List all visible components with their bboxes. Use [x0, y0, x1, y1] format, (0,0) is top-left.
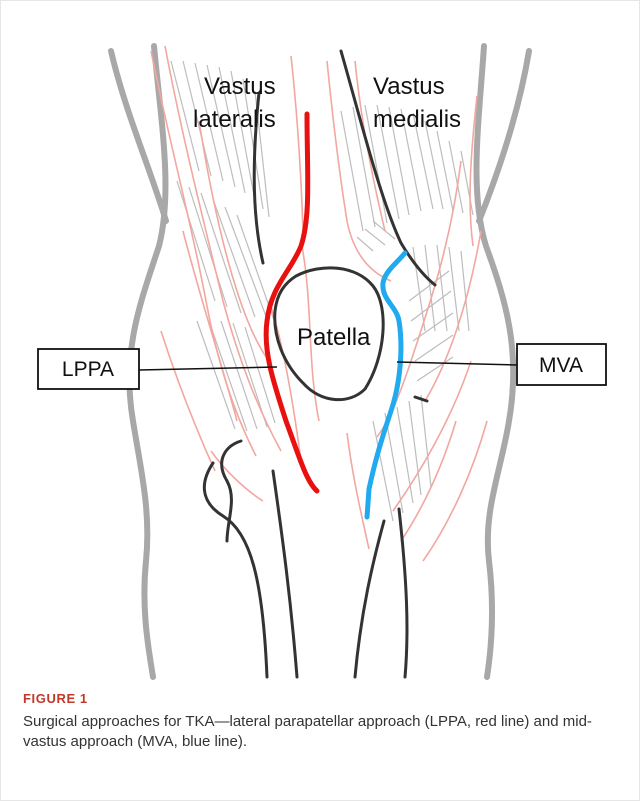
vastus-lateralis-label-line2: lateralis	[193, 106, 276, 133]
skin-right-inner	[479, 51, 529, 221]
fibula-shaft	[204, 463, 267, 677]
knee-anatomy-diagram: LPPA MVA Vastus lateralis Vastus mediali…	[1, 1, 640, 691]
vastus-medialis-label-line2: medialis	[373, 106, 461, 133]
caption-text: Surgical approaches for TKA—lateral para…	[23, 712, 623, 752]
mva-approach-line	[367, 253, 405, 517]
lppa-leader-line	[139, 367, 277, 370]
mva-label: MVA	[539, 354, 583, 377]
lppa-label: LPPA	[62, 358, 114, 381]
tibia-lateral	[273, 471, 297, 677]
figure-caption: FIGURE 1 Surgical approaches for TKA—lat…	[23, 691, 623, 752]
vastus-lateralis-label-line1: Vastus	[204, 73, 276, 100]
skin-outline	[111, 46, 529, 677]
lppa-approach-line	[266, 114, 317, 491]
figure-number: FIGURE 1	[23, 691, 623, 706]
tibia-medial	[355, 521, 384, 677]
mva-leader-line	[397, 362, 517, 365]
tibia-tubercle	[415, 397, 427, 401]
fibula-head	[222, 441, 241, 541]
vastus-medialis-label-line1: Vastus	[373, 73, 445, 100]
patella-label: Patella	[297, 324, 371, 351]
